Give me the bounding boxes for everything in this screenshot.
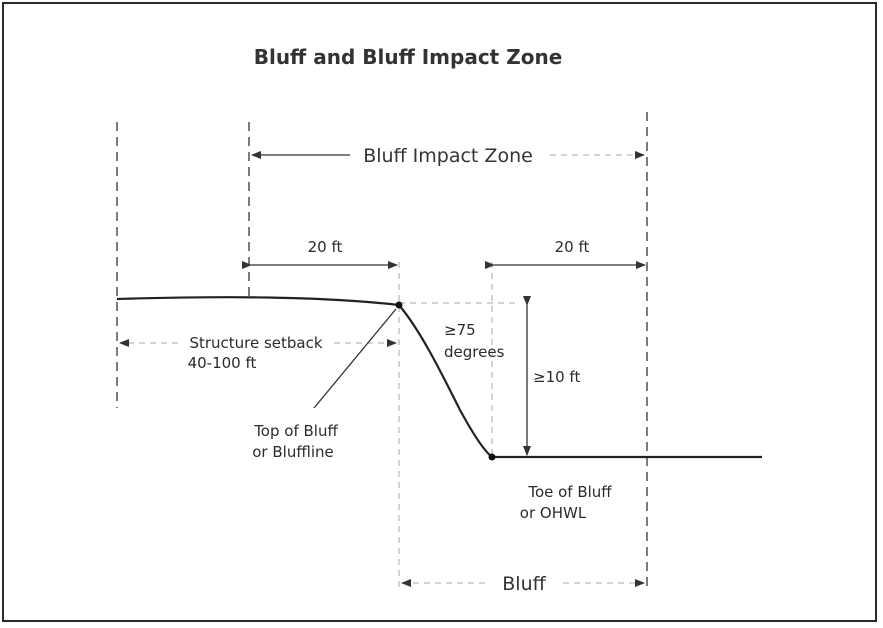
diagram-frame bbox=[2, 2, 877, 622]
toe-of-bluff-label-line1: Toe of Bluff bbox=[527, 483, 612, 501]
toe-of-bluff-label-line2: or OHWL bbox=[520, 504, 587, 522]
setback-label-line2: 40-100 ft bbox=[188, 354, 257, 372]
slope-label-line2: degrees bbox=[444, 343, 505, 361]
top-of-bluff-label-line1: Top of Bluff bbox=[253, 422, 338, 440]
top-of-bluff-label-line2: or Bluffline bbox=[252, 443, 333, 461]
setback-label-line1: Structure setback bbox=[189, 334, 322, 352]
diagram-title: Bluff and Bluff Impact Zone bbox=[254, 45, 563, 69]
top-of-bluff-leader bbox=[313, 308, 397, 409]
height-label: ≥10 ft bbox=[533, 368, 580, 386]
impact-zone-label: Bluff Impact Zone bbox=[363, 145, 533, 167]
bluff-label: Bluff bbox=[502, 573, 546, 595]
left-20ft-label: 20 ft bbox=[308, 238, 343, 256]
slope-label-line1: ≥75 bbox=[444, 321, 476, 339]
right-20ft-label: 20 ft bbox=[555, 238, 590, 256]
ground-profile-line bbox=[116, 296, 762, 459]
top-of-bluff-point bbox=[395, 301, 403, 309]
toe-of-bluff-point bbox=[488, 453, 496, 461]
